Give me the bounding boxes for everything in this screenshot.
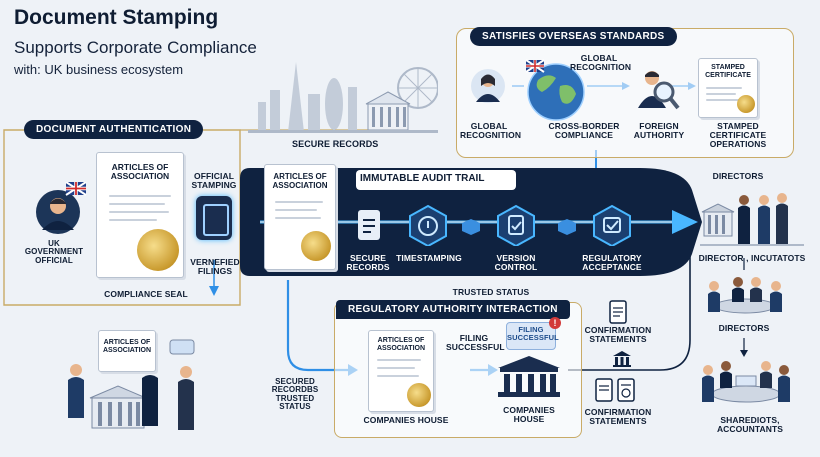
timestamping-step-icon [409, 204, 447, 246]
globe-icon [525, 59, 585, 121]
directors-table-meeting-illustration [708, 277, 782, 314]
audit-trail-header [356, 170, 516, 190]
regulatory-authority-header: REGULATORY AUTHORITY INTERACTION [336, 300, 570, 319]
secure-records-top-label: SECURE RECORDS [292, 139, 379, 149]
verified-filings-label: VERNEFIED FILINGS [190, 257, 240, 276]
page-subtitle: Supports Corporate Compliance [14, 38, 257, 57]
overseas-standards-header: SATISFIES OVERSEAS STANDARDS [470, 27, 677, 46]
confirmation-document-icon-top [609, 300, 627, 324]
articles-of-association-document-1: ARTICLES OF ASSOCIATION [96, 152, 184, 278]
chain-node-icon-2 [558, 219, 576, 235]
companies-house-building-icon [498, 356, 560, 397]
foreign-authority-label: FOREIGN AUTHORITY [633, 121, 685, 140]
regulatory-doc-seal-icon [407, 383, 431, 407]
stamping-device-icon [196, 196, 232, 240]
page-tagline: with: UK business ecosystem [14, 62, 184, 77]
alert-icon: ! [549, 317, 561, 329]
document-authentication-header: DOCUMENT AUTHENTICATION [24, 120, 204, 139]
articles-doc-2-title: ARTICLES OF ASSOCIATION [272, 172, 328, 190]
secured-records-label: SECURED RECORDBS TRUSTED STATUS [271, 377, 319, 412]
filing-successful-badge: FILING SUCCESSFUL [506, 322, 559, 350]
audit-step-regulatory-acceptance-label: REGULATORY ACCEPTANCE [582, 253, 642, 272]
articles-doc-1-title: ARTICLES OF ASSOCIATION [110, 162, 170, 182]
companies-house-left-label: COMPANIES HOUSE [363, 415, 449, 425]
articles-of-association-document-3: ARTICLES OF ASSOCIATION [368, 330, 434, 412]
filing-successful-badge-text: FILING SUCCESSFUL [507, 325, 559, 342]
audit-step-version-control-label: VERSION CONTROL [494, 253, 538, 272]
confirmation-statements-top-label: CONFIRMATION STATEMENTS [584, 325, 652, 344]
stamped-certificate-doc-title: STAMPED CERTIFICATE [705, 64, 751, 79]
bank-building-icon-small [613, 351, 631, 367]
audit-doc-seal-icon [301, 231, 331, 261]
businesswoman-icon [471, 69, 505, 103]
audit-step-timestamping-label: TIMESTAMPING [396, 253, 462, 263]
confirmation-statements-bottom-label: CONFIRMATION STATEMENTS [584, 407, 652, 426]
stamped-certificate-document: STAMPED CERTIFICATE [698, 58, 758, 118]
cross-border-compliance-label: CROSS-BORDER COMPLIANCE [548, 121, 620, 140]
filing-successful-label: FILING SUCCESSFUL [446, 333, 505, 352]
confirmation-document-icon-bottom [595, 378, 635, 402]
articles-of-association-document-2: ARTICLES OF ASSOCIATION [264, 164, 336, 270]
audit-trail-header-text: IMMUTABLE AUDIT TRAIL [360, 173, 485, 184]
compliance-seal-icon [137, 229, 179, 271]
articles-of-association-document-4: ARTICLES OF ASSOCIATION [98, 330, 156, 372]
foreign-authority-magnifier-icon [638, 71, 680, 110]
directors-top-label: DIRECTORS [712, 171, 764, 181]
articles-doc-4-title: ARTICLES OF ASSOCIATION [102, 339, 152, 354]
compliance-seal-label: COMPLIANCE SEAL [104, 289, 188, 299]
regulatory-acceptance-step-icon [593, 204, 631, 246]
trusted-status-label: TRUSTED STATUS [452, 287, 530, 297]
companies-house-right-label: COMPANIES HOUSE [503, 405, 555, 424]
uk-government-official-icon [36, 182, 87, 234]
page-title: Document Stamping [14, 6, 219, 29]
certificate-seal-icon [737, 95, 755, 113]
version-control-step-icon [497, 204, 535, 246]
directors-mid-label: DIRECTORS [718, 323, 770, 333]
articles-doc-3-title: ARTICLES OF ASSOCIATION [376, 337, 426, 352]
official-stamping-label: OFFICIAL STAMPING [191, 171, 237, 190]
chain-node-icon-1 [462, 219, 480, 235]
audit-step-secure-records-label: SECURE RECORDS [346, 253, 390, 272]
secure-records-step-icon [358, 210, 380, 240]
uk-government-official-label: UK GOVERNMENT OFFICIAL [24, 239, 84, 265]
director-incutatots-label: DIRECTOR , INCUTATOTS [698, 253, 806, 263]
shareholders-meeting-illustration [702, 361, 790, 403]
global-recognition-left-label: GLOBAL RECOGNITION [460, 121, 522, 140]
stamped-certificate-operations-label: STAMPED CERTIFICATE OPERATIONS [709, 121, 767, 149]
london-skyline-illustration [248, 62, 438, 133]
global-recognition-top-label: GLOBAL RECOGNITION [570, 53, 632, 72]
shareholders-accountants-label: SHAREDIOTS, ACCOUNTANTS [716, 415, 784, 434]
directors-handshake-illustration [700, 193, 804, 246]
